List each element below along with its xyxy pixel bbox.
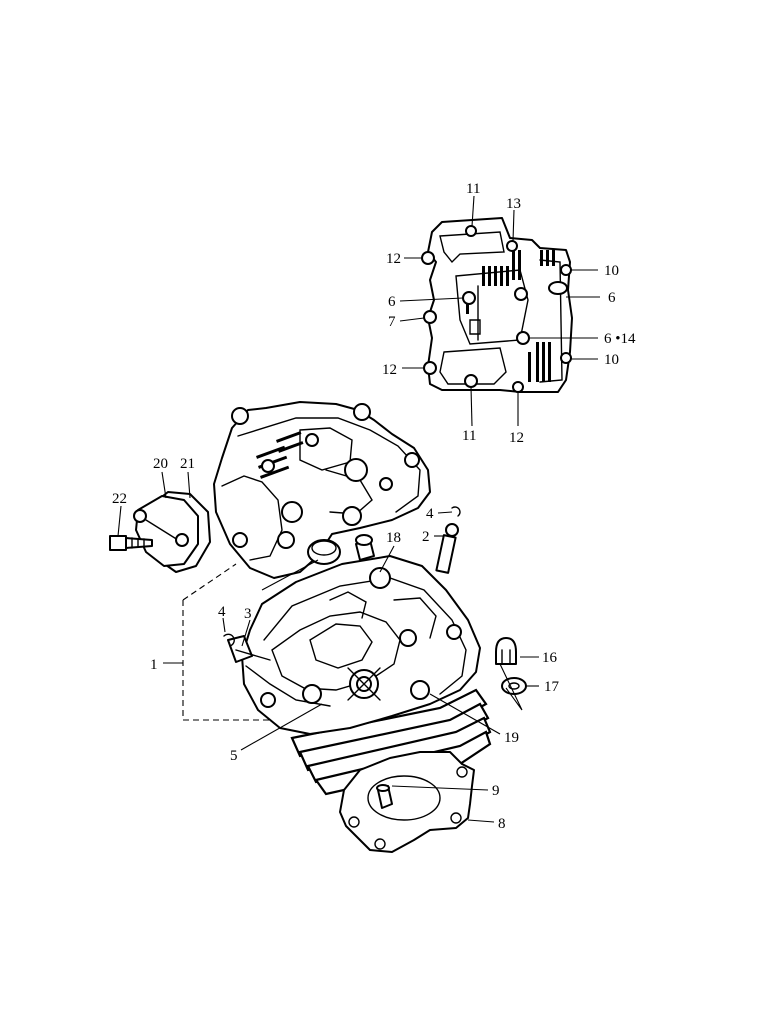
callout-7: 7 xyxy=(388,314,396,330)
callout-20: 21 xyxy=(180,456,195,472)
callout-1: 1 xyxy=(150,657,158,673)
spark-plug-area xyxy=(347,667,381,701)
callout-6-right: 6 xyxy=(608,290,616,306)
callout-9: 9 xyxy=(492,783,500,799)
callout-4-top: 4 xyxy=(426,506,434,522)
stud-17 xyxy=(355,534,375,561)
callout-6-14: 6 •14 xyxy=(604,331,636,347)
side-cover-assembly xyxy=(109,491,211,573)
valve-guide-2 xyxy=(435,523,459,574)
head-gasket xyxy=(339,751,475,853)
callout-5: 5 xyxy=(230,748,238,764)
callout-15: 16 xyxy=(542,650,558,666)
callout-10-bottom: 10 xyxy=(604,352,619,368)
callout-2: 2 xyxy=(422,529,430,545)
leader-lines xyxy=(117,195,600,823)
callout-11-bottom: 11 xyxy=(462,428,476,444)
callout-6-left: 6 xyxy=(388,294,396,310)
washer-16 xyxy=(501,677,527,695)
cylinder-head xyxy=(227,555,492,796)
head-cover-assembly xyxy=(213,401,431,579)
head-cover-top-view xyxy=(421,217,573,393)
callout-11-top: 11 xyxy=(466,181,480,197)
callout-12-bottom: 12 xyxy=(509,430,524,446)
cover-slots xyxy=(466,250,555,382)
cover-bolt-holes xyxy=(421,225,572,393)
dowel-pin-9 xyxy=(376,784,393,809)
clip-4-top xyxy=(451,506,461,517)
cover-bolt xyxy=(109,535,153,551)
callout-17: 18 xyxy=(386,530,401,546)
callout-19: 20 xyxy=(153,456,168,472)
clip-4-left xyxy=(223,633,235,647)
callout-21: 22 xyxy=(112,491,127,507)
oil-filler-plug xyxy=(307,539,341,565)
callout-labels: 11 13 12 10 6 6 7 6 •14 10 12 11 12 20 2… xyxy=(112,181,636,832)
callout-16: 17 xyxy=(544,679,560,695)
callout-3: 3 xyxy=(244,606,252,622)
callout-8: 8 xyxy=(498,816,506,832)
callout-12-left-top: 12 xyxy=(386,251,401,267)
callout-18: 19 xyxy=(504,730,519,746)
callout-4-left: 4 xyxy=(218,604,226,620)
acorn-nut-15 xyxy=(495,637,517,665)
callout-13: 13 xyxy=(506,196,521,212)
callout-12-left-bottom: 12 xyxy=(382,362,397,378)
callout-10-top: 10 xyxy=(604,263,619,279)
